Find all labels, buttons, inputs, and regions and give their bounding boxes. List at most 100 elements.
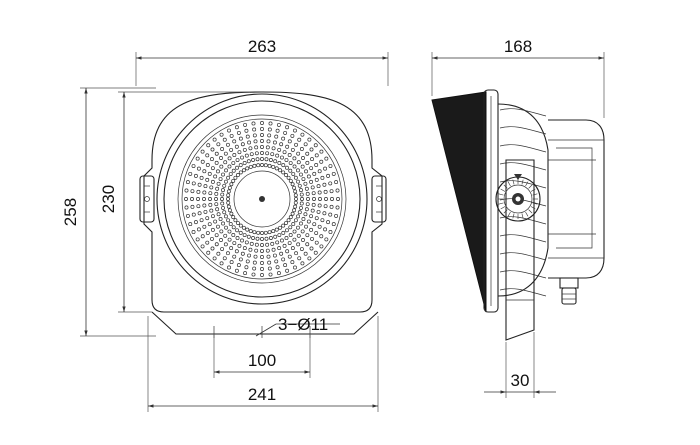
led-dot — [231, 168, 236, 173]
led-dot — [288, 233, 293, 237]
front-left-trunnion — [139, 175, 155, 223]
led-dot — [229, 182, 234, 187]
led-dot — [191, 230, 196, 234]
led-dot — [238, 257, 243, 262]
led-dot — [260, 237, 264, 241]
led-dot — [303, 142, 308, 147]
led-dot — [300, 132, 305, 137]
led-dot — [266, 254, 271, 259]
dial-tick — [521, 213, 524, 219]
led-dot — [267, 260, 272, 265]
led-dot — [260, 145, 264, 149]
led-dot — [184, 188, 189, 193]
led-dot — [216, 224, 220, 229]
led-dot — [231, 233, 236, 237]
led-dot — [260, 267, 264, 271]
front-right-trunnion — [371, 175, 387, 223]
led-dot — [288, 215, 293, 220]
led-dot — [285, 249, 290, 254]
led-dot — [254, 242, 259, 247]
dial-tick — [503, 209, 508, 214]
led-dot — [323, 166, 328, 171]
led-dot — [210, 227, 215, 232]
led-dot — [316, 209, 321, 214]
led-dot — [214, 242, 219, 247]
led-dot — [196, 204, 201, 209]
led-dot — [191, 181, 196, 186]
dial-tick — [500, 188, 506, 192]
led-dot — [202, 203, 207, 208]
led-dot — [223, 151, 228, 156]
led-dot — [260, 139, 264, 143]
led-dot — [193, 220, 198, 225]
front-inner-bezel — [163, 100, 361, 298]
led-dot — [229, 133, 234, 138]
led-dot — [247, 140, 252, 145]
led-dot — [254, 145, 259, 150]
led-dot — [214, 160, 219, 165]
led-dot — [252, 266, 257, 271]
led-dot — [226, 175, 231, 180]
led-dot — [317, 203, 322, 208]
led-dot — [297, 210, 302, 215]
led-dot — [303, 212, 308, 217]
led-dot — [226, 189, 231, 194]
led-dot — [309, 166, 314, 171]
led-dot — [196, 166, 201, 171]
front-view — [139, 91, 387, 338]
led-dot — [214, 202, 219, 207]
led-dot — [299, 205, 303, 210]
led-dot — [232, 139, 237, 144]
led-dot — [229, 211, 234, 216]
dim-width-base: 241 — [248, 385, 276, 404]
led-dot — [245, 259, 250, 264]
led-dot — [299, 247, 304, 251]
led-dot — [233, 175, 238, 180]
led-dot — [235, 165, 240, 170]
led-dot — [267, 266, 272, 271]
led-dot — [195, 237, 200, 242]
led-dot — [219, 261, 224, 266]
led-dot — [245, 166, 250, 171]
dial-tick — [521, 179, 524, 185]
side-dimensions: 168 30 — [431, 37, 605, 398]
led-dot — [260, 255, 264, 259]
led-dot — [216, 169, 220, 174]
led-dot — [260, 133, 264, 137]
led-dot — [249, 241, 254, 246]
led-dot — [218, 177, 223, 181]
dial-tick — [503, 184, 508, 189]
led-dot — [328, 212, 333, 217]
led-dot — [199, 218, 204, 223]
led-dot — [314, 240, 319, 245]
led-dot — [319, 234, 324, 239]
led-dot — [267, 133, 272, 138]
led-dot — [248, 164, 253, 169]
led-dot — [277, 147, 282, 152]
led-dot — [309, 147, 314, 152]
led-dot — [316, 184, 321, 189]
led-dot — [300, 197, 304, 201]
dial-tick — [498, 202, 504, 205]
led-dot — [247, 253, 252, 258]
led-dot — [285, 268, 290, 273]
led-dot — [193, 173, 198, 178]
led-dot — [237, 150, 242, 155]
led-dot — [214, 233, 219, 238]
led-dot — [197, 211, 202, 216]
led-dot — [226, 193, 231, 198]
led-dot — [299, 201, 304, 206]
led-dot — [312, 171, 317, 176]
led-dot — [242, 233, 247, 237]
led-dot — [293, 218, 298, 223]
led-dot — [326, 220, 331, 225]
led-dot — [292, 237, 297, 242]
led-dot — [276, 271, 281, 276]
led-dot — [277, 161, 282, 165]
led-dot — [205, 162, 210, 167]
led-dot — [251, 236, 256, 240]
led-dot — [191, 212, 196, 217]
led-dot — [234, 249, 239, 254]
front-mounting-plate — [151, 311, 379, 335]
led-dot — [274, 227, 279, 232]
